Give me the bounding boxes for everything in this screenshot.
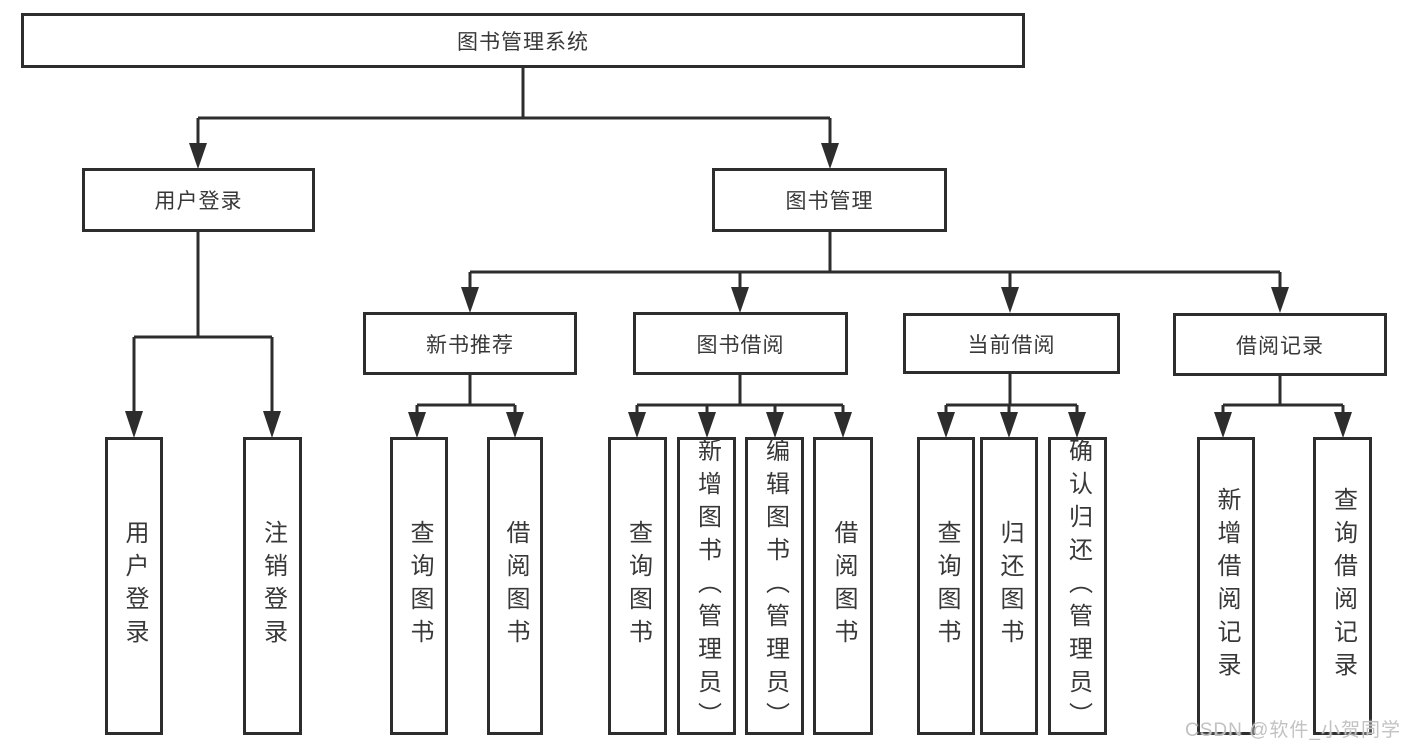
node-borrow-records-label: 借阅记录 (1236, 334, 1324, 358)
node-book-management-label: 图书管理 (785, 190, 874, 213)
leaf-return-books-label: 归还图书 (996, 520, 1023, 652)
leaf-edit-books-admin-label: 编辑图书（管理员） (761, 437, 789, 735)
node-user-login-label: 用户登录 (154, 190, 243, 213)
leaf-borrow-books: 借阅图书 (813, 437, 873, 735)
leaf-logout-label: 注销登录 (259, 520, 287, 652)
node-new-book-recommend: 新书推荐 (363, 312, 577, 375)
leaf-user-login: 用户登录 (105, 437, 163, 735)
leaf-query-books-recommend-label: 查询图书 (406, 520, 433, 652)
leaf-user-login-label: 用户登录 (121, 520, 148, 652)
node-library-management-system-label: 图书管理系统 (457, 30, 589, 54)
leaf-borrow-books-recommend-label: 借阅图书 (502, 520, 529, 652)
leaf-query-borrow-record-label: 查询借阅记录 (1329, 487, 1357, 685)
leaf-return-books: 归还图书 (980, 437, 1038, 735)
leaf-borrow-books-recommend: 借阅图书 (487, 437, 543, 735)
node-current-borrowing: 当前借阅 (903, 313, 1120, 374)
leaf-query-books-recommend: 查询图书 (390, 437, 448, 735)
csdn-watermark: CSDN @软件_小贺同学 (1185, 720, 1401, 741)
leaf-confirm-return-admin-label: 确认归还（管理员） (1064, 437, 1092, 735)
leaf-logout: 注销登录 (243, 437, 302, 735)
node-book-borrowing: 图书借阅 (633, 312, 848, 375)
node-user-login: 用户登录 (82, 168, 315, 232)
leaf-add-books-admin: 新增图书（管理员） (677, 437, 736, 735)
leaf-add-books-admin-label: 新增图书（管理员） (693, 437, 721, 735)
leaf-query-borrow-record: 查询借阅记录 (1313, 437, 1372, 735)
leaf-query-books-borrowing: 查询图书 (608, 437, 667, 735)
leaf-query-books-current: 查询图书 (917, 437, 975, 735)
leaf-edit-books-admin: 编辑图书（管理员） (745, 437, 804, 735)
node-book-management: 图书管理 (712, 168, 947, 232)
leaf-query-books-borrowing-label: 查询图书 (624, 520, 652, 652)
leaf-add-borrow-record-label: 新增借阅记录 (1213, 487, 1240, 685)
leaf-confirm-return-admin: 确认归还（管理员） (1048, 437, 1107, 735)
leaf-borrow-books-label: 借阅图书 (830, 520, 857, 652)
node-borrow-records: 借阅记录 (1173, 313, 1387, 376)
leaf-add-borrow-record: 新增借阅记录 (1197, 437, 1255, 735)
leaf-query-books-current-label: 查询图书 (933, 520, 960, 652)
node-library-management-system: 图书管理系统 (21, 13, 1025, 68)
node-book-borrowing-label: 图书借阅 (696, 333, 785, 357)
node-current-borrowing-label: 当前借阅 (967, 333, 1056, 357)
node-new-book-recommend-label: 新书推荐 (426, 333, 514, 357)
